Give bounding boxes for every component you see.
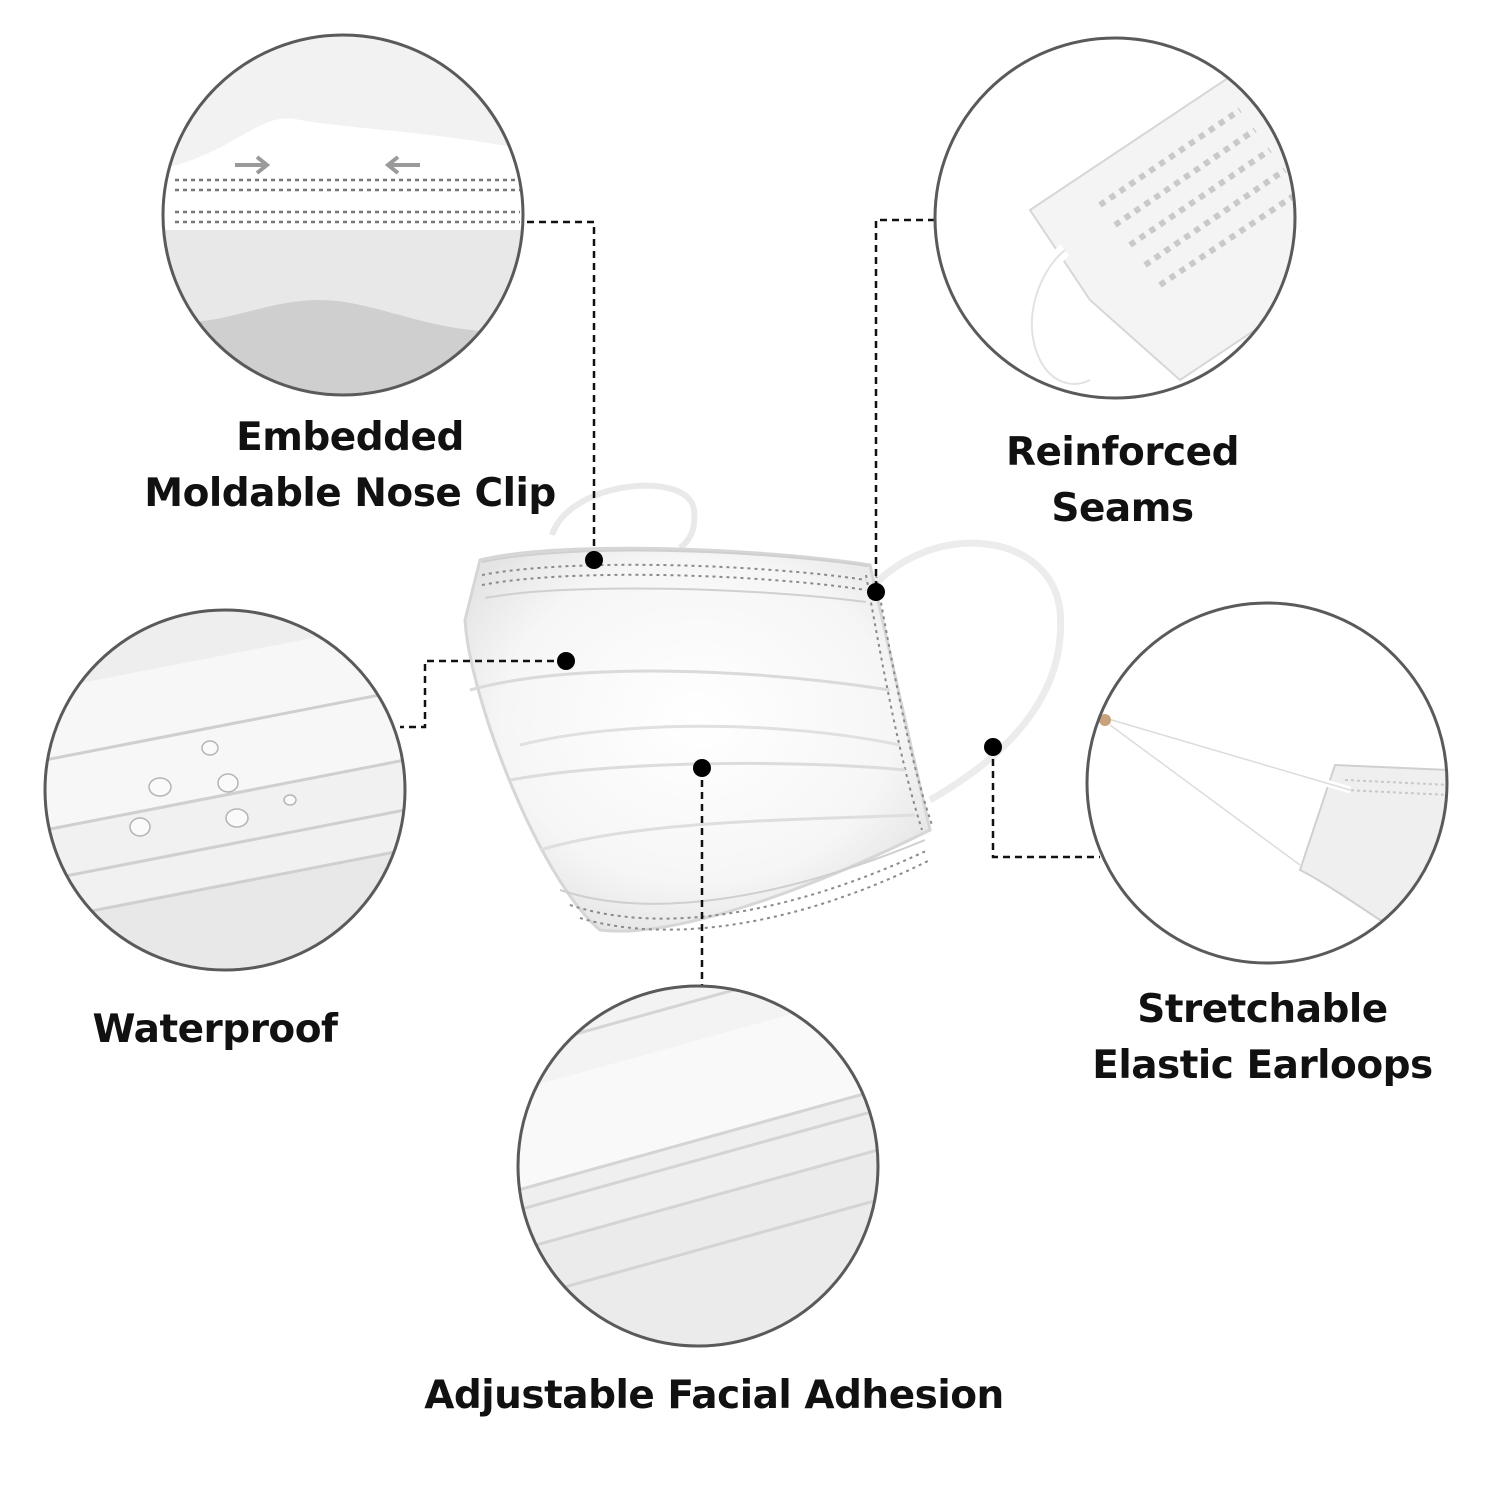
connectors (400, 218, 1100, 986)
dot-waterproof (557, 652, 575, 670)
label-nose-clip-line-1: Embedded (236, 415, 464, 460)
earloop-closeup-icon (1085, 601, 1449, 965)
connector-waterproof (400, 659, 566, 729)
label-earloops: Stretchable Elastic Earloops (1080, 982, 1445, 1094)
label-waterproof: Waterproof (75, 1002, 355, 1058)
label-earloops-line-2: Elastic Earloops (1092, 1043, 1433, 1088)
connector-nose-clip (527, 220, 596, 560)
dot-seams (867, 583, 885, 601)
mask-body (463, 546, 932, 933)
pleats-closeup-icon (516, 984, 880, 1348)
label-earloops-line-1: Stretchable (1137, 987, 1388, 1032)
dot-adhesion (693, 759, 711, 777)
label-nose-clip: Embedded Moldable Nose Clip (120, 410, 580, 522)
label-seams: Reinforced Seams (950, 425, 1295, 537)
dot-earloops (984, 738, 1002, 756)
face-mask-product (463, 482, 1065, 933)
label-seams-line-2: Seams (1051, 486, 1194, 531)
connector-seams (874, 218, 935, 592)
label-nose-clip-line-2: Moldable Nose Clip (144, 471, 556, 516)
connector-earloops (991, 747, 1100, 859)
label-adhesion: Adjustable Facial Adhesion (400, 1368, 1028, 1424)
connector-dots (557, 551, 1002, 777)
label-adhesion-line-1: Adjustable Facial Adhesion (424, 1373, 1004, 1418)
label-waterproof-line-1: Waterproof (92, 1007, 338, 1052)
seam-closeup-icon (933, 36, 1297, 400)
nose-clip-closeup-icon (161, 33, 525, 397)
left-earloop (549, 482, 698, 551)
dot-nose-clip (585, 551, 603, 569)
water-droplets-closeup-icon (43, 608, 407, 972)
label-seams-line-1: Reinforced (1005, 430, 1240, 475)
